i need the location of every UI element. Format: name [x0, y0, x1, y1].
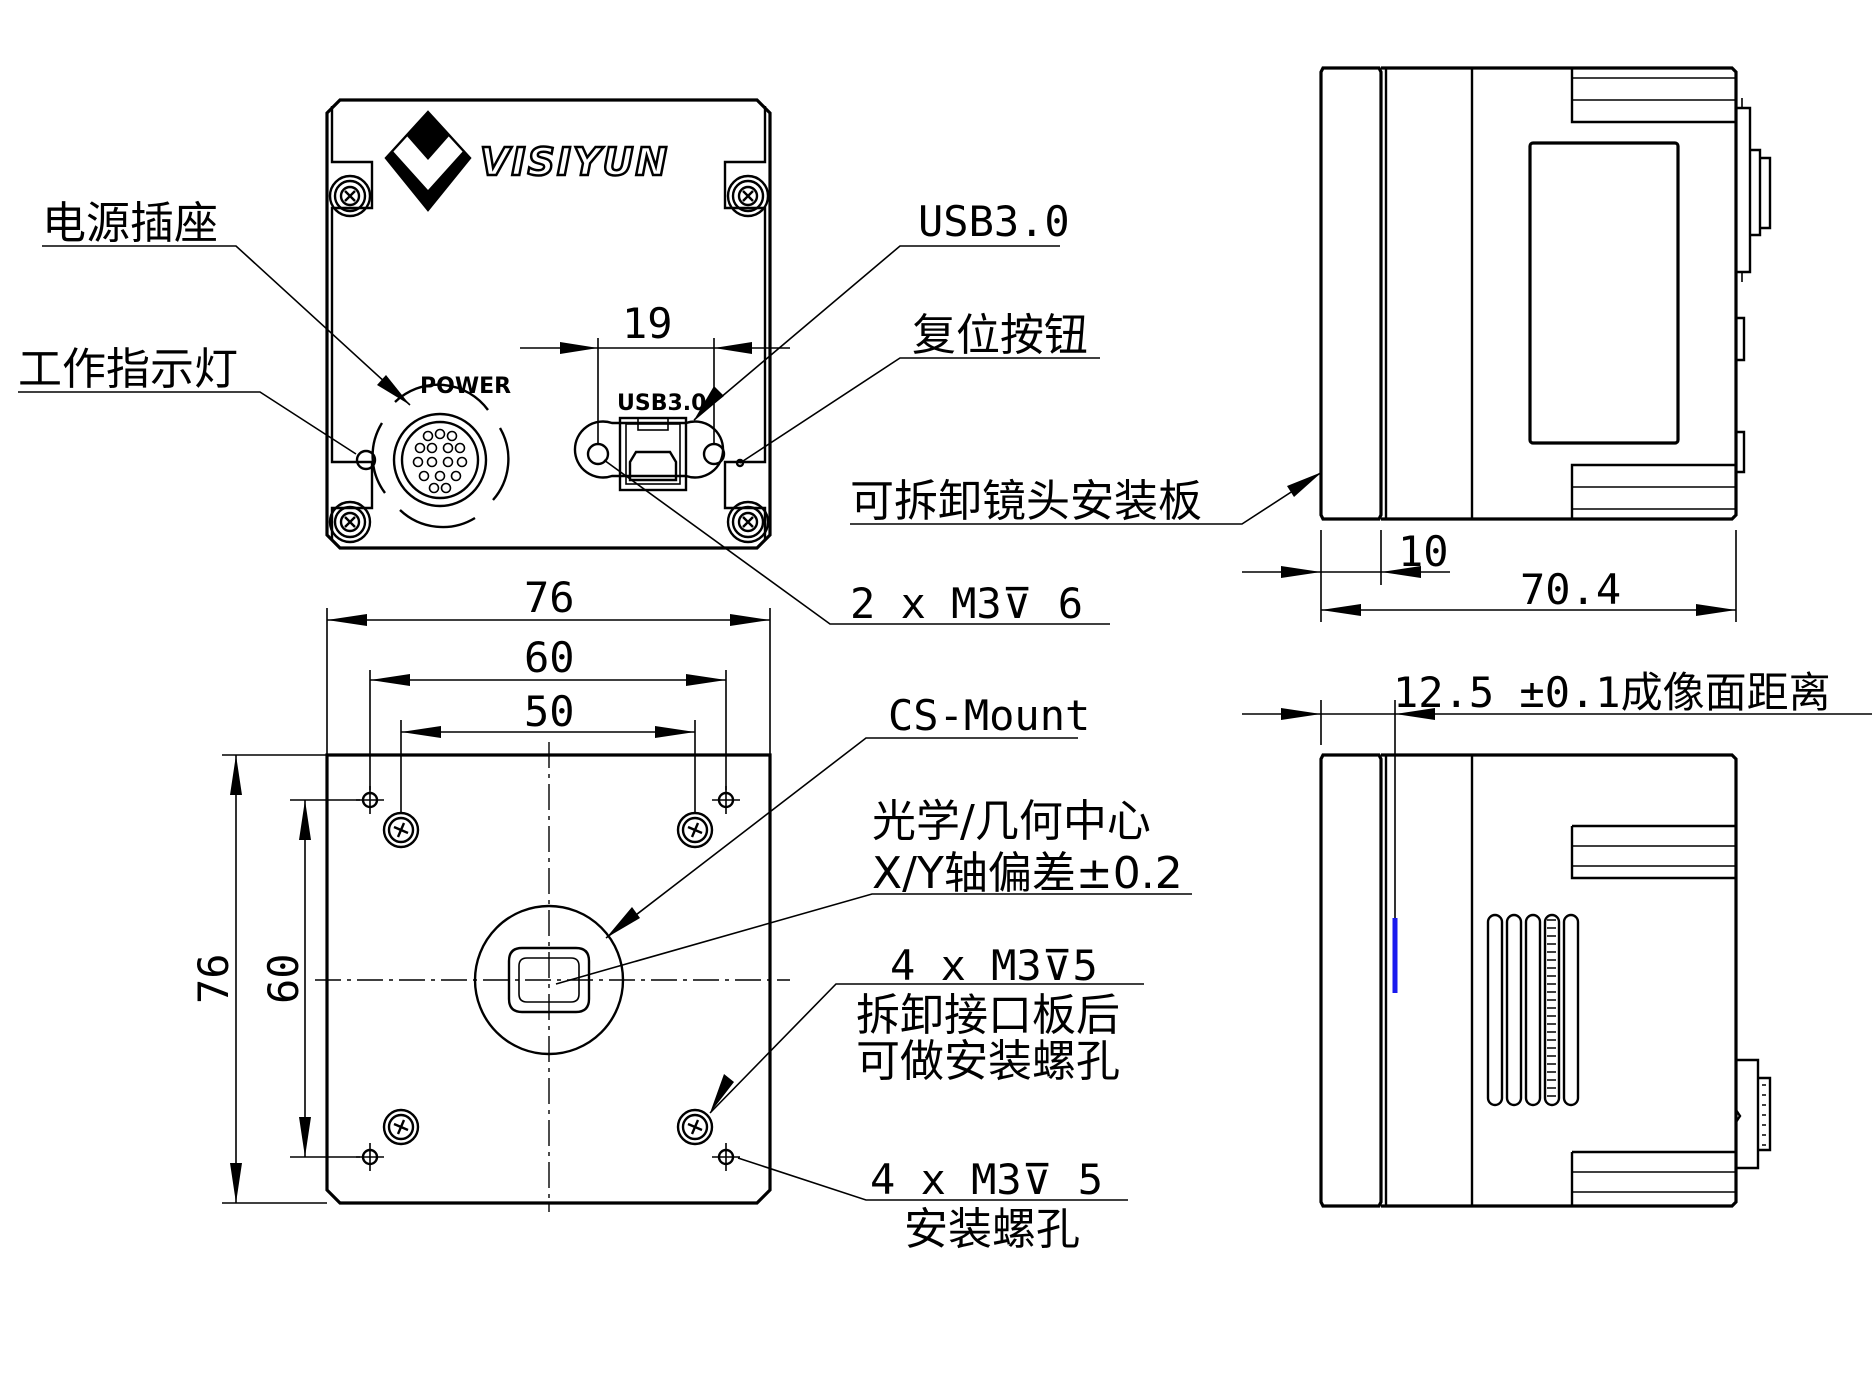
dimension-front-width: 76: [326, 573, 771, 755]
svg-text:50: 50: [524, 687, 575, 736]
svg-text:76: 76: [524, 573, 575, 622]
svg-text:可拆卸镜头安装板: 可拆卸镜头安装板: [850, 476, 1202, 527]
svg-text:工作指示灯: 工作指示灯: [18, 344, 238, 395]
dimension-body-length: 70.4: [1321, 530, 1737, 622]
status-led-icon: [355, 449, 377, 471]
plate-screw-icon: [676, 1108, 714, 1146]
side-connector-icon: [1735, 1058, 1772, 1170]
svg-text:CS-Mount: CS-Mount: [888, 691, 1090, 740]
plate-screw-icon: [382, 1108, 420, 1146]
dimension-hole-span-outer: 60: [369, 633, 727, 790]
rear-panel-view: VISIYUN POWER USB3.0: [325, 98, 772, 550]
svg-text:19: 19: [622, 299, 673, 348]
corner-screw-icon: [328, 174, 372, 218]
corner-screw-icon: [328, 500, 372, 544]
reset-button-icon: [735, 458, 745, 468]
svg-text:70.4: 70.4: [1520, 565, 1621, 614]
svg-text:12.5 ±0.1成像面距离: 12.5 ±0.1成像面距离: [1393, 668, 1831, 717]
mounting-hole-icon: [354, 1141, 386, 1173]
side-connector-icon: [1736, 98, 1772, 474]
callout-usb: USB3.0: [693, 197, 1070, 421]
svg-text:USB3.0: USB3.0: [918, 197, 1070, 246]
dimension-flange-distance: 12.5 ±0.1成像面距离: [1242, 668, 1872, 918]
callout-cs-mount: CS-Mount: [605, 691, 1090, 939]
svg-text:2 x M3⊽ 6: 2 x M3⊽ 6: [850, 579, 1083, 628]
mounting-hole-icon: [710, 1141, 742, 1173]
power-connector-icon: [371, 383, 510, 529]
dimension-usb-spacing: 19: [520, 299, 790, 444]
side-view-top: [1319, 66, 1772, 521]
mounting-hole-icon: [354, 784, 386, 816]
svg-text:10: 10: [1398, 527, 1449, 576]
corner-screw-icon: [726, 500, 770, 544]
callout-plate-holes: 4 x M3⊽5 拆卸接口板后 可做安装螺孔: [709, 941, 1144, 1114]
brand-logo-icon: [384, 110, 472, 212]
corner-screw-icon: [726, 174, 770, 218]
callout-removable-plate: 可拆卸镜头安装板: [850, 471, 1323, 527]
callout-optical-center: 光学/几何中心 X/Y轴偏差±0.2: [555, 796, 1192, 985]
svg-text:4 x M3⊽5: 4 x M3⊽5: [890, 941, 1098, 990]
usb-port-label: USB3.0: [617, 391, 706, 416]
callout-m3-6: 4 x M3⊽5 2 x M3⊽ 6: [603, 459, 1110, 628]
svg-text:76: 76: [189, 953, 238, 1004]
svg-text:复位按钮: 复位按钮: [912, 310, 1088, 361]
front-view: [315, 742, 790, 1212]
svg-text:4 x M3⊽ 5: 4 x M3⊽ 5: [870, 1155, 1103, 1204]
svg-text:60: 60: [259, 953, 308, 1004]
dimension-plate-thickness: 10: [1242, 527, 1450, 622]
callout-status-light: 工作指示灯: [18, 344, 357, 455]
plate-screw-icon: [382, 811, 420, 849]
callout-reset-button: 复位按钮: [739, 310, 1100, 464]
svg-text:光学/几何中心: 光学/几何中心: [872, 796, 1151, 847]
svg-text:可做安装螺孔: 可做安装螺孔: [856, 1036, 1120, 1087]
svg-text:60: 60: [524, 633, 575, 682]
cooling-vents-icon: [1486, 913, 1580, 1107]
svg-text:电源插座: 电源插座: [42, 198, 218, 249]
callout-power-socket: 电源插座: [42, 198, 411, 406]
dimension-front-hole-height: 60: [259, 799, 360, 1158]
power-connector-label: POWER: [420, 374, 511, 399]
svg-text:拆卸接口板后: 拆卸接口板后: [856, 990, 1120, 1041]
svg-text:安装螺孔: 安装螺孔: [904, 1204, 1080, 1255]
lens-mount-icon: [473, 904, 625, 1056]
dimension-front-height: 76: [189, 754, 327, 1204]
callout-install-holes: 4 x M3⊽ 5 安装螺孔: [737, 1155, 1128, 1255]
brand-logo-text: VISIYUN: [480, 140, 669, 184]
mounting-hole-icon: [710, 784, 742, 816]
side-view-bottom: [1319, 753, 1772, 1208]
svg-text:X/Y轴偏差±0.2: X/Y轴偏差±0.2: [872, 848, 1183, 899]
dimension-hole-span-inner: 50: [400, 687, 696, 812]
plate-screw-icon: [676, 811, 714, 849]
